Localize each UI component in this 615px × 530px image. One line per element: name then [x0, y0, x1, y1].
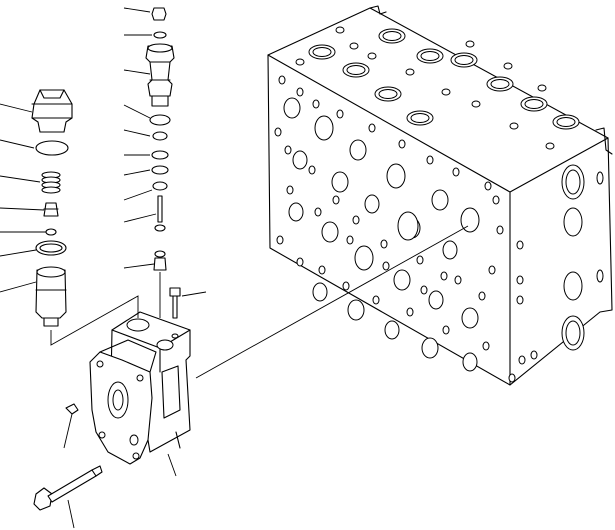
port-hole — [284, 98, 300, 118]
port-hole — [319, 266, 325, 274]
port-hole — [441, 272, 447, 280]
port-hole — [489, 266, 495, 274]
port-hole — [429, 291, 443, 309]
port-hole — [525, 100, 543, 109]
port-hole — [461, 208, 479, 232]
port-hole — [504, 63, 512, 69]
port-hole — [275, 128, 281, 136]
port-hole — [297, 88, 303, 96]
port-hole — [455, 276, 461, 284]
port-hole — [472, 101, 480, 107]
assembly-line — [196, 226, 468, 378]
port-hole — [293, 151, 307, 169]
port-hole — [546, 143, 554, 149]
section-valve-block — [90, 312, 190, 464]
port-hole — [348, 300, 364, 320]
poppet — [44, 203, 58, 216]
small-seal — [46, 229, 56, 235]
port-hole — [538, 85, 546, 91]
relief-valve-assembly-line — [51, 296, 138, 345]
port-hole — [485, 182, 491, 190]
port-hole — [493, 196, 499, 204]
port-hole — [279, 76, 285, 84]
port-hole — [322, 222, 338, 242]
port-hole — [309, 166, 315, 174]
port-hole — [368, 53, 376, 59]
port-hole — [406, 69, 414, 75]
port-hole — [297, 258, 303, 266]
relief-valve-cartridge — [36, 267, 66, 326]
port-hole — [432, 190, 448, 210]
port-hole — [350, 43, 358, 49]
port-hole — [379, 90, 397, 99]
port-hole — [442, 89, 450, 95]
port-hole — [462, 308, 478, 328]
port-hole — [421, 52, 439, 61]
port-hole — [337, 110, 343, 118]
port-hole — [387, 164, 405, 188]
port-hole — [453, 168, 459, 176]
port-hole — [443, 326, 449, 334]
mounting-bolt — [34, 466, 102, 510]
port-hole — [289, 203, 303, 221]
port-hole — [455, 56, 473, 65]
port-hole — [333, 196, 339, 204]
main-valve-body — [268, 6, 612, 385]
leader-lines — [0, 8, 206, 528]
port-hole — [277, 236, 283, 244]
port-hole — [313, 283, 327, 301]
stacked-valve-column — [146, 8, 174, 270]
port-hole — [365, 195, 379, 213]
port-hole — [466, 41, 474, 47]
small-screw — [66, 404, 78, 414]
small-bolt — [170, 288, 180, 318]
port-hole — [399, 140, 405, 148]
port-hole — [313, 100, 319, 108]
port-hole — [353, 216, 359, 224]
port-hole — [510, 123, 518, 129]
relief-valve-cap — [32, 90, 72, 132]
port-hole — [381, 240, 387, 248]
port-hole — [350, 140, 366, 160]
port-hole — [315, 208, 321, 216]
port-hole — [557, 118, 575, 127]
port-hole — [422, 338, 438, 358]
port-hole — [421, 286, 427, 294]
o-ring — [36, 141, 68, 155]
port-hole — [373, 296, 379, 304]
port-hole — [479, 292, 485, 300]
port-hole — [427, 156, 433, 164]
port-hole — [497, 226, 503, 234]
port-hole — [491, 80, 509, 89]
port-hole — [336, 27, 344, 33]
port-hole — [285, 146, 291, 154]
port-hole — [483, 342, 489, 350]
spring — [42, 172, 60, 193]
port-hole — [383, 262, 389, 270]
port-hole — [383, 32, 401, 41]
port-hole — [394, 270, 410, 290]
port-hole — [398, 212, 418, 240]
port-hole — [347, 66, 365, 75]
top-face-ports — [296, 27, 579, 149]
port-hole — [355, 246, 373, 270]
side-face-ports — [509, 165, 603, 382]
port-hole — [417, 256, 423, 264]
port-hole — [343, 282, 349, 290]
port-hole — [411, 114, 429, 123]
port-hole — [332, 172, 348, 192]
port-hole — [369, 124, 375, 132]
port-hole — [296, 59, 304, 65]
port-hole — [407, 308, 413, 316]
port-hole — [313, 48, 331, 57]
backup-ring — [36, 241, 66, 255]
port-hole — [385, 321, 399, 339]
port-hole — [315, 116, 333, 140]
front-face-ports — [275, 76, 503, 371]
port-hole — [443, 241, 457, 259]
port-hole — [463, 353, 477, 371]
port-hole — [347, 236, 353, 244]
port-hole — [287, 186, 293, 194]
